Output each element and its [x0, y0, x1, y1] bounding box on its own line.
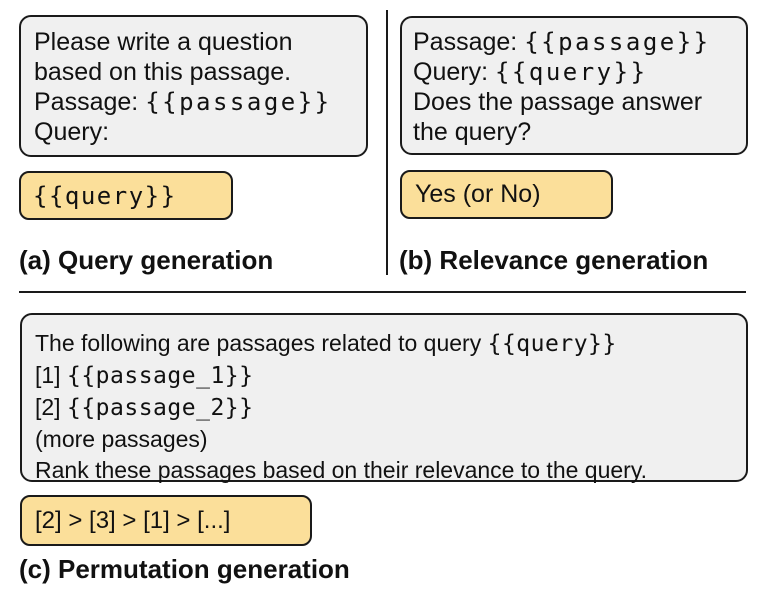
- caption-relevance-generation: (b) Relevance generation: [399, 245, 709, 275]
- prompt-line: the query?: [413, 117, 740, 147]
- section-divider-horizontal: [19, 291, 746, 293]
- prompt-text: Does the passage answer: [413, 88, 703, 116]
- prompt-line: based on this passage.: [34, 57, 358, 87]
- caption-permutation-generation: (c) Permutation generation: [19, 554, 350, 584]
- output-text: Yes (or No): [415, 180, 541, 208]
- permutation-generation-prompt-box: The following are passages related to qu…: [20, 313, 748, 483]
- prompt-line: Rank these passages based on their relev…: [35, 455, 738, 486]
- prompt-line: Query:: [34, 117, 358, 147]
- prompt-text: The following are passages related to qu…: [35, 330, 488, 356]
- template-var-passage-2: {{passage_2}}: [66, 395, 254, 421]
- prompt-text: [2]: [35, 394, 67, 420]
- panel-divider-vertical: [386, 10, 388, 275]
- prompt-line: Query: {{query}}: [413, 57, 740, 87]
- template-var-passage: {{passage}}: [524, 28, 711, 56]
- prompt-line: Does the passage answer: [413, 87, 740, 117]
- template-var-passage: {{passage}}: [145, 88, 332, 116]
- prompt-line: Please write a question: [34, 27, 358, 57]
- prompt-line: [2] {{passage_2}}: [35, 392, 738, 424]
- template-var-query: {{query}}: [494, 58, 648, 86]
- prompt-line: The following are passages related to qu…: [35, 328, 738, 360]
- permutation-generation-output-box: [2] > [3] > [1] > [...]: [20, 495, 312, 546]
- relevance-generation-output-box: Yes (or No): [400, 170, 613, 219]
- relevance-generation-prompt-box: Passage: {{passage}} Query: {{query}} Do…: [400, 16, 748, 155]
- query-generation-output-box: {{query}}: [19, 171, 233, 220]
- template-var-passage-1: {{passage_1}}: [66, 363, 254, 389]
- prompt-line: Passage: {{passage}}: [413, 27, 740, 57]
- prompt-line: (more passages): [35, 424, 738, 455]
- template-var-query: {{query}}: [487, 331, 617, 357]
- prompt-text: Please write a question: [34, 28, 293, 56]
- prompt-text: [1]: [35, 362, 67, 388]
- query-generation-prompt-box: Please write a question based on this pa…: [19, 15, 368, 157]
- prompt-text: Passage:: [413, 28, 525, 56]
- prompt-line: [1] {{passage_1}}: [35, 360, 738, 392]
- prompt-text: the query?: [413, 118, 532, 146]
- prompt-text: Passage:: [34, 88, 146, 116]
- output-text: [2] > [3] > [1] > [...]: [35, 506, 231, 534]
- template-var-query: {{query}}: [33, 181, 177, 210]
- prompt-text: based on this passage.: [34, 58, 292, 86]
- caption-query-generation: (a) Query generation: [19, 245, 274, 275]
- prompt-text: Query:: [34, 118, 110, 146]
- prompt-text: (more passages): [35, 426, 208, 452]
- prompt-text: Rank these passages based on their relev…: [35, 457, 648, 483]
- prompt-text: Query:: [413, 58, 495, 86]
- prompt-line: Passage: {{passage}}: [34, 87, 358, 117]
